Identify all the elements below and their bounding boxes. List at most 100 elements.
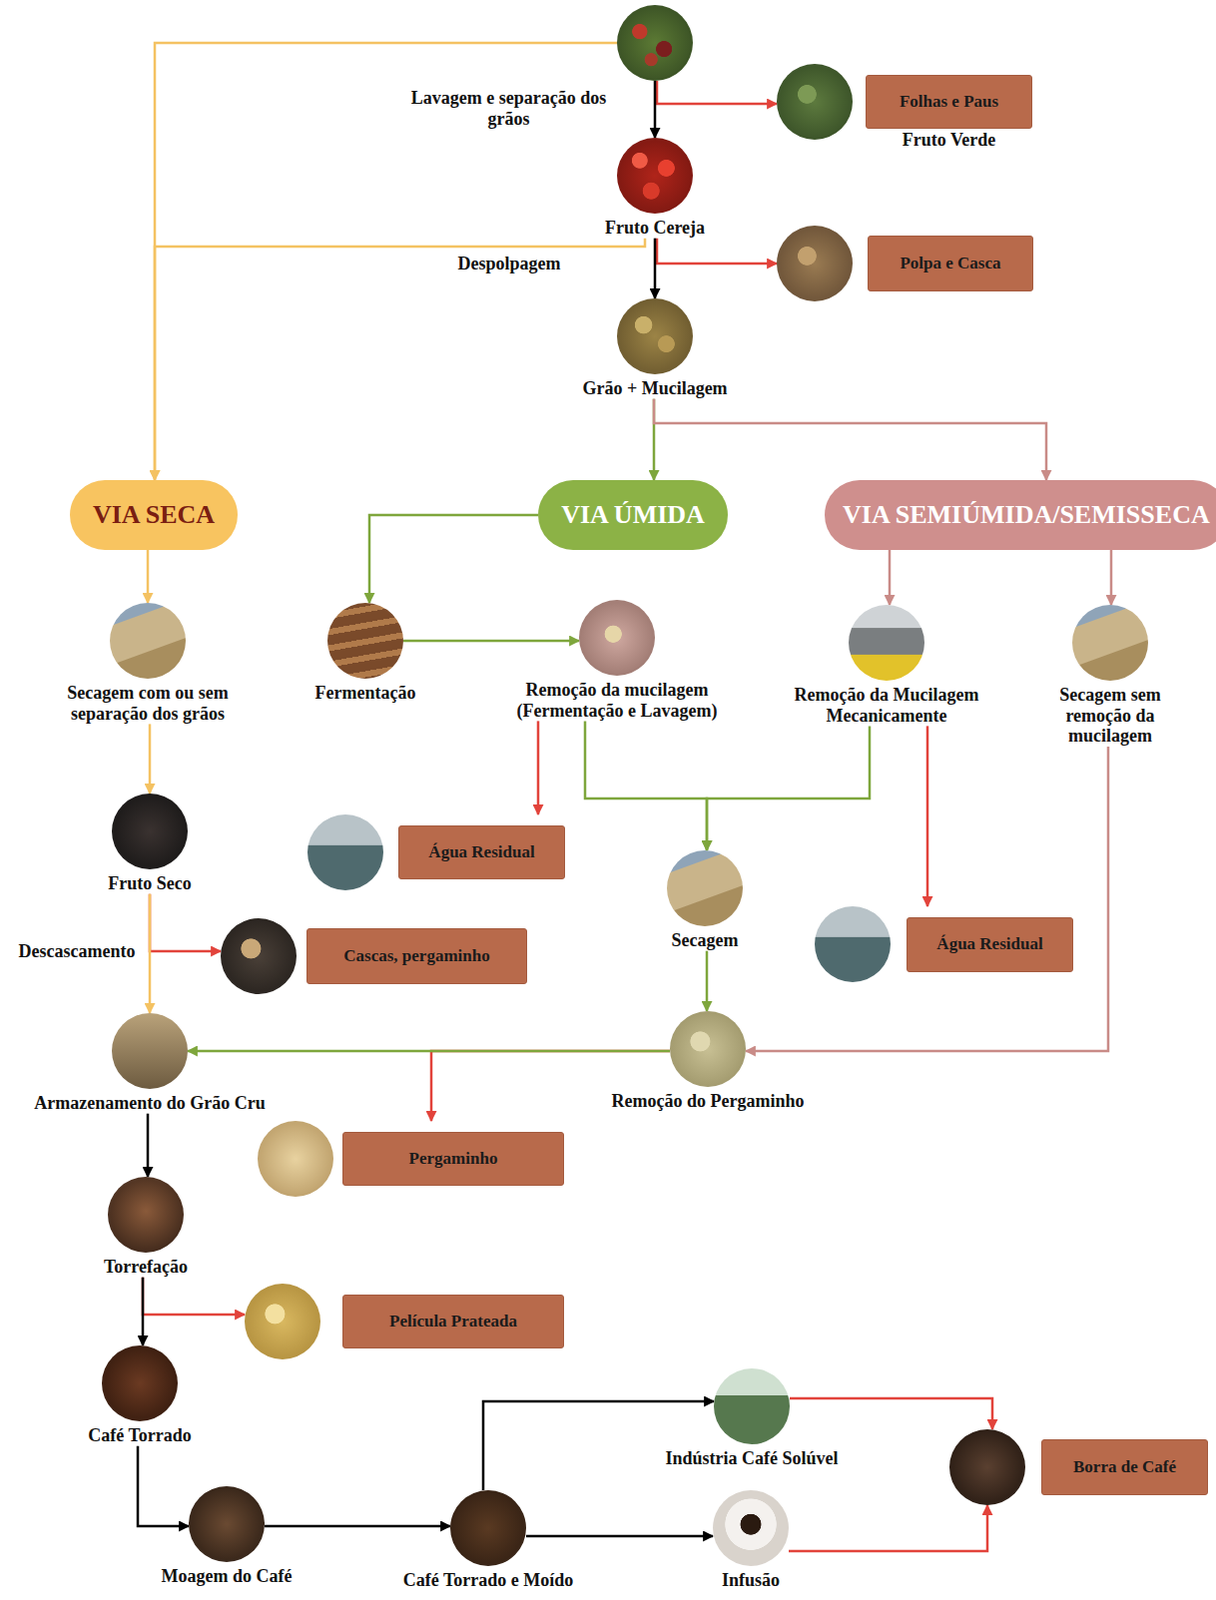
step-photo (666, 850, 743, 927)
byproduct-node: Folhas e PausFruto Verde (776, 63, 1033, 140)
flow-connector (537, 720, 541, 815)
byproduct-node: Água Residual (307, 814, 566, 891)
flow-connector (369, 515, 539, 604)
step-photo (327, 603, 404, 679)
byproduct-node: Cascas, pergaminho (220, 918, 528, 995)
step-photo (669, 1011, 746, 1088)
connector-group (137, 42, 1112, 1552)
step-photo (188, 1486, 265, 1563)
step-label: Torrefação (103, 1256, 188, 1278)
step-photo (109, 603, 186, 679)
step-photo (111, 793, 188, 870)
route-title: VIA ÚMIDA (561, 500, 705, 531)
step-label: Fermentação (315, 682, 417, 704)
step-photo (616, 137, 693, 214)
step-photo (101, 1345, 178, 1422)
byproduct-photo (220, 918, 297, 995)
flow-connector (137, 1446, 189, 1527)
process-step: Torrefação (107, 1177, 184, 1278)
flow-connector (653, 238, 657, 299)
flow-connector (926, 725, 930, 907)
flow-connector (656, 238, 777, 264)
byproduct-photo (776, 63, 853, 140)
flow-connector (154, 238, 645, 481)
process-step: Moagem do Café (188, 1486, 265, 1588)
step-label: Secagem com ou sem separação dos grãos (48, 682, 248, 724)
step-label: Secagem sem remoção da mucilagem (1044, 684, 1178, 747)
byproduct-box: Pergaminho (342, 1132, 565, 1187)
process-step: Café Torrado e Moído (450, 1490, 527, 1592)
step-label: Remoção da mucilagem (Fermentação e Lava… (502, 679, 732, 721)
route-pill: VIA ÚMIDA (538, 480, 728, 551)
byproduct-photo (307, 814, 384, 891)
flow-connector (656, 80, 777, 104)
step-label: Descascamento (18, 941, 136, 963)
step-label: Moagem do Café (161, 1566, 293, 1588)
flow-connector (653, 399, 1047, 481)
route-title: VIA SEMIÚMIDA/SEMISSECA (842, 500, 1211, 531)
byproduct-photo (776, 225, 853, 302)
process-step: Fruto Cereja (616, 137, 693, 239)
byproduct-node: Borra de Café (949, 1429, 1209, 1506)
byproduct-photo (814, 906, 891, 983)
step-photo (616, 4, 693, 81)
byproduct-label: Pergaminho (409, 1149, 499, 1170)
process-step: Infusão (712, 1490, 789, 1592)
step-photo (579, 600, 655, 676)
step-photo (450, 1490, 527, 1567)
byproduct-note: Fruto Verde (902, 129, 997, 151)
byproduct-label: Polpa e Casca (899, 253, 1001, 274)
flow-connector (745, 746, 1109, 1052)
flow-connector (483, 1401, 714, 1491)
step-photo (713, 1368, 790, 1445)
step-label: Café Torrado (87, 1425, 192, 1447)
byproduct-label: Borra de Café (1073, 1457, 1177, 1478)
flow-connector (142, 1277, 245, 1315)
byproduct-photo (949, 1429, 1026, 1506)
flow-connector (706, 725, 870, 851)
flow-connector (705, 951, 709, 1012)
step-label: Fruto Cereja (605, 217, 705, 239)
byproduct-label: Cascas, pergaminho (343, 946, 490, 967)
byproduct-label: Água Residual (936, 934, 1043, 955)
flow-connector (146, 1114, 150, 1178)
process-step: Remoção da Mucilagem Mecanicamente (848, 605, 925, 726)
step-label: Despolpagem (458, 253, 562, 275)
process-step: Fruto Seco (111, 793, 188, 895)
step-label: Indústria Café Solúvel (664, 1448, 838, 1470)
byproduct-label: Folhas e Paus (899, 91, 999, 112)
byproduct-photo (257, 1121, 334, 1198)
step-label: Lavagem e separação dos grãos (391, 87, 626, 129)
byproduct-node: Polpa e Casca (776, 225, 1034, 302)
flow-connector (146, 550, 150, 604)
step-photo (1072, 605, 1149, 681)
flow-connector (187, 1050, 670, 1054)
flow-connector (149, 894, 221, 952)
flow-connector (154, 42, 617, 481)
process-step: Secagem (666, 850, 743, 952)
process-step: Grão + Mucilagem (616, 298, 693, 400)
process-step: Lavagem e separação dos grãos (616, 4, 693, 81)
byproduct-node: Pergaminho (257, 1121, 565, 1198)
step-photo (712, 1490, 789, 1567)
step-label: Remoção do Pergaminho (611, 1091, 805, 1113)
byproduct-photo (244, 1283, 321, 1360)
flow-connector (653, 80, 657, 138)
flow-connector (789, 1398, 993, 1430)
route-pill: VIA SEMIÚMIDA/SEMISSECA (824, 480, 1216, 551)
byproduct-label: Água Residual (428, 842, 535, 863)
step-label: Infusão (721, 1570, 780, 1592)
step-photo (848, 605, 925, 681)
step-label: Grão + Mucilagem (582, 378, 727, 400)
step-photo (111, 1013, 188, 1090)
flow-connector (1110, 550, 1114, 606)
byproduct-box: Cascas, pergaminho (306, 928, 528, 985)
process-step: Remoção da mucilagem (Fermentação e Lava… (579, 600, 655, 721)
byproduct-box: Película Prateada (342, 1294, 565, 1349)
process-step: Café Torrado (101, 1345, 178, 1447)
byproduct-box: Borra de Café (1041, 1439, 1209, 1496)
process-step: Remoção do Pergaminho (669, 1011, 746, 1113)
process-step: Armazenamento do Grão Cru (111, 1013, 188, 1115)
route-pill: VIA SECA (69, 480, 238, 551)
